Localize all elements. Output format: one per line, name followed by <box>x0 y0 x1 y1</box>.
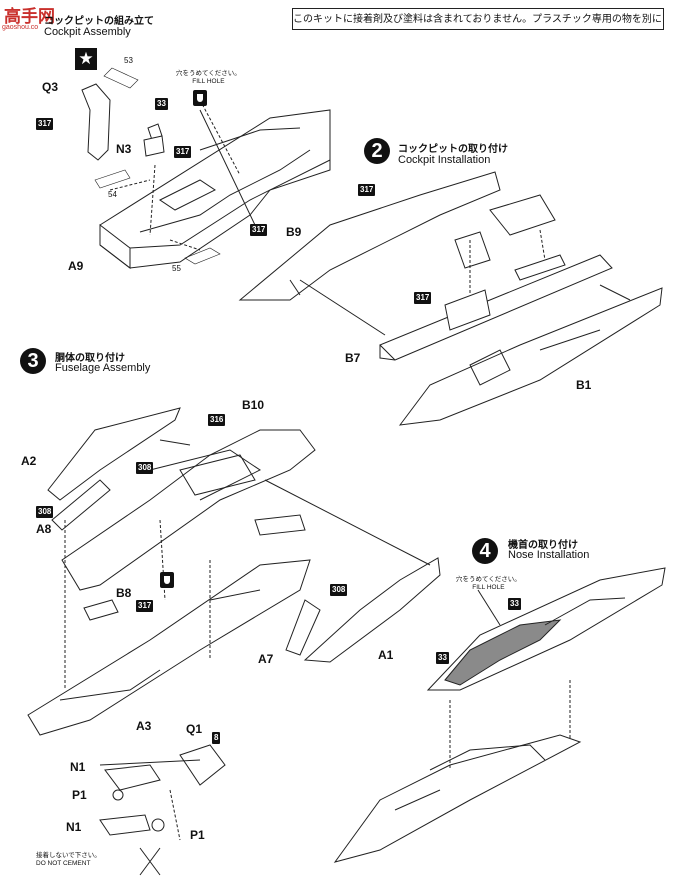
drill-hole-icon <box>193 90 207 106</box>
watermark-site: gaoshou.co <box>2 24 39 31</box>
paint-badge: 33 <box>155 98 168 110</box>
part-label-b10: B10 <box>242 398 265 412</box>
fill-hole-note-2: 穴をうめてください。FILL HOLE <box>456 576 521 591</box>
decal-number-55: 55 <box>172 264 181 273</box>
part-label-n3: N3 <box>116 142 132 156</box>
fill-hole-note-1: 穴をうめてください。FILL HOLE <box>176 70 241 85</box>
step3-title-en: Fuselage Assembly <box>55 362 151 374</box>
part-label-a2: A2 <box>21 454 37 468</box>
step1-title-jp: コックピットの組み立て <box>44 16 154 27</box>
wing-a1-drawing <box>303 557 441 663</box>
nose-assembly-drawing <box>426 567 666 691</box>
step-4-number: 4 <box>472 538 498 564</box>
part-label-a1: A1 <box>378 648 394 662</box>
paint-badge: 316 <box>208 414 226 426</box>
part-label-p1: P1 <box>190 828 205 842</box>
part-label-b8: B8 <box>116 586 132 600</box>
panel-b8-drawing <box>83 599 119 621</box>
cockpit-floor-b7-drawing <box>379 194 613 361</box>
step2-title-jp: コックピットの取り付け <box>398 144 508 155</box>
step1-title-en: Cockpit Assembly <box>44 26 131 38</box>
part-label-q1: Q1 <box>186 722 203 736</box>
decal-number-53: 53 <box>124 56 133 65</box>
nose-final-drawing <box>333 734 582 863</box>
gear-bay-parts-drawing <box>99 744 226 841</box>
paint-badge: 317 <box>250 224 268 236</box>
paint-badge: 8 <box>212 732 221 744</box>
part-label-a9: A9 <box>68 259 84 273</box>
paint-badge: 33 <box>436 652 449 664</box>
part-label-b7: B7 <box>345 351 361 365</box>
paint-badge: 308 <box>136 462 154 474</box>
part-label-n1: N1 <box>70 760 86 774</box>
step2-title-en: Cockpit Installation <box>398 154 491 166</box>
lower-fuselage-a3-drawing <box>27 514 311 736</box>
control-column-drawing <box>81 83 165 161</box>
decal-number-54: 54 <box>108 190 117 199</box>
paint-badge: 317 <box>414 292 432 304</box>
part-label-n1: N1 <box>66 820 82 834</box>
step4-title-en: Nose Installation <box>508 549 590 561</box>
drill-hole-icon <box>160 572 174 588</box>
do-not-cement-note: 接着しないで下さい。DO NOT CEMENT <box>36 852 101 867</box>
paint-badge: 33 <box>508 598 521 610</box>
fuselage-top-b10-drawing <box>61 429 316 591</box>
part-label-q3: Q3 <box>42 80 59 94</box>
intake-a8-drawing <box>51 479 111 531</box>
paint-badge: 317 <box>174 146 192 158</box>
cockpit-tub-drawing <box>99 109 331 270</box>
paint-badge: 308 <box>36 506 54 518</box>
part-label-b9: B9 <box>286 225 302 239</box>
star-icon: ★ <box>75 48 97 70</box>
side-panel-b9-drawing <box>238 171 501 301</box>
part-label-a7: A7 <box>258 652 274 666</box>
step4-title-jp: 機首の取り付け <box>508 540 578 551</box>
step3-title-jp: 胴体の取り付け <box>55 353 125 364</box>
part-label-a8: A8 <box>36 522 52 536</box>
watermark-logo: 高手网 <box>4 7 55 26</box>
part-label-a3: A3 <box>136 719 152 733</box>
intake-a2-drawing <box>47 407 181 501</box>
notice-box: このキットに接着剤及び塗料は含まれておりません。プラスチック専用の物を別にお求め… <box>292 8 664 30</box>
paint-badge: 317 <box>36 118 54 130</box>
paint-badge: 317 <box>136 600 154 612</box>
step-2-number: 2 <box>364 138 390 164</box>
flap-a7-drawing <box>285 599 321 656</box>
part-label-b1: B1 <box>576 378 592 392</box>
part-label-p1: P1 <box>72 788 87 802</box>
paint-badge: 308 <box>330 584 348 596</box>
paint-badge: 317 <box>358 184 376 196</box>
nose-half-b1-drawing <box>398 287 663 426</box>
step-3-number: 3 <box>20 348 46 374</box>
